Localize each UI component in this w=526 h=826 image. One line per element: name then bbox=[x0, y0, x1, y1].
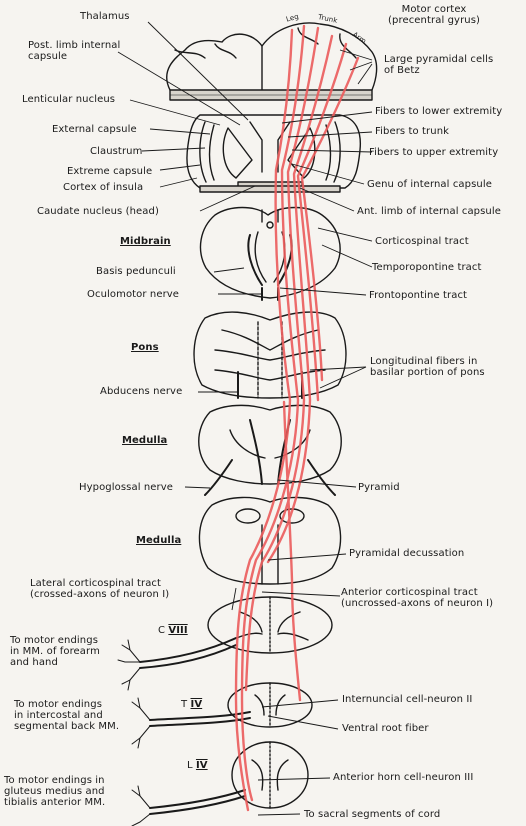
label-anterior-corticospinal: Anterior corticospinal tract (uncrossed-… bbox=[341, 587, 494, 609]
label-cortex-of-insula: Cortex of insula bbox=[63, 182, 144, 193]
pons-section bbox=[193, 311, 347, 399]
label-genu-internal-capsule: Genu of internal capsule bbox=[367, 179, 492, 190]
label-anterior-horn-cell: Anterior horn cell-neuron III bbox=[333, 772, 474, 783]
label-extreme-capsule: Extreme capsule bbox=[67, 166, 153, 177]
label-thalamus: Thalamus bbox=[80, 11, 130, 22]
segment-c8-roman: VIII bbox=[168, 625, 188, 636]
label-pyramidal-decussation: Pyramidal decussation bbox=[349, 548, 465, 559]
segment-l4-letter: L bbox=[187, 760, 193, 771]
label-claustrum: Claustrum bbox=[90, 146, 143, 157]
label-ant-limb-internal-capsule: Ant. limb of internal capsule bbox=[357, 206, 501, 217]
medulla-upper-section bbox=[198, 404, 342, 496]
label-segment-c8: C VIII bbox=[158, 625, 188, 636]
label-caudate-nucleus: Caudate nucleus (head) bbox=[37, 206, 159, 217]
cerebrum-section bbox=[166, 22, 378, 193]
label-large-pyramidal-cells: Large pyramidal cells of Betz bbox=[384, 54, 494, 76]
label-internuncial: Internuncial cell-neuron II bbox=[342, 694, 473, 705]
label-segment-l4: L IV bbox=[187, 760, 208, 771]
heading-medulla-lower: Medulla bbox=[136, 535, 182, 546]
midbrain-section bbox=[199, 206, 341, 301]
label-motor-cortex: Motor cortex (precentral gyrus) bbox=[388, 4, 481, 26]
label-to-sacral: To sacral segments of cord bbox=[304, 809, 441, 820]
spinal-segment-l4 bbox=[149, 741, 309, 815]
label-fibers-lower-extremity: Fibers to lower extremity bbox=[375, 106, 503, 117]
motor-endings bbox=[117, 639, 151, 826]
label-fibers-upper-extremity: Fibers to upper extremity bbox=[369, 147, 499, 158]
heading-medulla-upper: Medulla bbox=[122, 435, 168, 446]
spinal-segment-t4 bbox=[149, 682, 313, 728]
label-basis-pedunculi: Basis pedunculi bbox=[96, 266, 176, 277]
label-to-motor-forearm: To motor endings in MM. of forearm and h… bbox=[10, 635, 100, 668]
label-corticospinal-tract: Corticospinal tract bbox=[375, 236, 469, 247]
segment-t4-roman: IV bbox=[190, 699, 203, 710]
leader-lines bbox=[117, 21, 373, 816]
heading-pons: Pons bbox=[131, 342, 159, 353]
label-lateral-corticospinal: Lateral corticospinal tract (crossed-axo… bbox=[30, 578, 170, 600]
label-temporopontine-tract: Temporopontine tract bbox=[372, 262, 482, 273]
segment-c8-letter: C bbox=[158, 625, 166, 636]
label-external-capsule: External capsule bbox=[52, 124, 137, 135]
spinal-segment-c8 bbox=[139, 596, 333, 669]
label-ventral-root-fiber: Ventral root fiber bbox=[342, 723, 429, 734]
label-to-motor-gluteus: To motor endings in gluteus medius and t… bbox=[4, 775, 106, 808]
label-pyramid: Pyramid bbox=[358, 482, 400, 493]
heading-midbrain: Midbrain bbox=[120, 236, 171, 247]
label-longitudinal-fibers: Longitudinal fibers in basilar portion o… bbox=[370, 356, 485, 378]
label-segment-t4: T IV bbox=[181, 699, 202, 710]
label-hypoglossal-nerve: Hypoglossal nerve bbox=[79, 482, 174, 493]
segment-l4-roman: IV bbox=[195, 760, 208, 771]
label-post-limb-internal-capsule: Post. limb internal capsule bbox=[28, 40, 121, 62]
label-frontopontine-tract: Frontopontine tract bbox=[369, 290, 468, 301]
label-fibers-trunk: Fibers to trunk bbox=[375, 126, 450, 137]
corticospinal-fibers bbox=[234, 24, 360, 812]
segment-t4-letter: T bbox=[181, 699, 188, 710]
label-abducens-nerve: Abducens nerve bbox=[100, 386, 183, 397]
label-lenticular-nucleus: Lenticular nucleus bbox=[22, 94, 116, 105]
label-to-motor-intercostal: To motor endings in intercostal and segm… bbox=[14, 699, 120, 732]
label-oculomotor-nerve: Oculomotor nerve bbox=[87, 289, 180, 300]
